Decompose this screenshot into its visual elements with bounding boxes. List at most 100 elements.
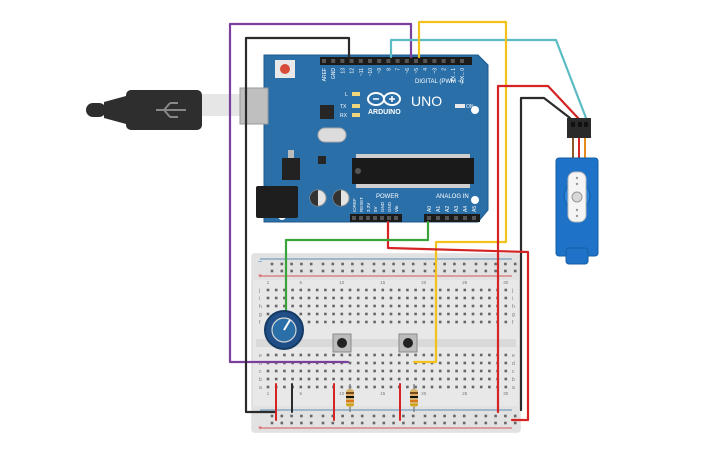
microcontroller-chip [352, 154, 474, 188]
reset-button[interactable] [275, 60, 295, 78]
resistor-icon [346, 384, 354, 412]
row-letter: d [259, 361, 262, 367]
arduino-brand: ARDUINO [368, 109, 401, 116]
digital-header-label: DIGITAL (PWM ~) [415, 79, 463, 85]
wire-teal [389, 38, 588, 120]
analog-pin-label: A0 [427, 206, 433, 212]
row-letter: c [512, 369, 515, 375]
digital-pin-label: 13 [340, 68, 346, 74]
digital-pin-label: 8 [386, 68, 392, 71]
capacitors [309, 189, 350, 207]
row-letter: e [259, 353, 262, 359]
digital-pin-label: ~6 [405, 68, 411, 74]
column-number: 1 [267, 280, 270, 285]
row-letter: b [259, 377, 262, 383]
row-letter: a [259, 385, 262, 391]
row-letter: i [259, 296, 260, 302]
column-number: 30 [503, 280, 509, 285]
column-number: 5 [300, 280, 303, 285]
potentiometer-icon[interactable] [264, 310, 304, 350]
pushbutton-icon[interactable] [398, 333, 418, 353]
row-letter: g [259, 312, 262, 318]
column-number: 10 [339, 391, 345, 396]
servo-icon[interactable] [555, 118, 599, 265]
column-number: 1 [267, 391, 270, 396]
digital-pin-label: ~11 [359, 68, 365, 76]
analog-header-label: ANALOG IN [436, 194, 469, 200]
regulator [282, 158, 300, 180]
analog-pin-label: A3 [454, 206, 460, 212]
column-number: 10 [339, 280, 345, 285]
wire-red-servo [496, 84, 580, 414]
digital-pin-label: RX←0 [460, 68, 466, 83]
led-tx-label: TX [340, 104, 347, 110]
column-number: 30 [503, 391, 509, 396]
rail-plus-bottom: + [258, 425, 262, 432]
digital-pin-label: GND [331, 68, 337, 80]
resistor-icon [410, 384, 418, 412]
arduino-model: UNO [411, 93, 442, 109]
digital-pin-label: AREF [322, 68, 328, 81]
digital-pin-label: ~5 [414, 68, 420, 74]
rail-minus-bottom: − [258, 410, 262, 417]
power-pin-label: RESET [359, 197, 364, 212]
wire-black-left [244, 36, 351, 414]
column-number: 20 [421, 391, 427, 396]
breadboard-holes [266, 262, 517, 425]
power-pin-label: Vin [394, 205, 399, 212]
row-letter: e [512, 353, 515, 359]
power-pin-label: IOREF [352, 198, 357, 212]
column-number: 25 [462, 280, 468, 285]
column-number: 15 [380, 391, 386, 396]
digital-pin-label: ~9 [377, 68, 383, 74]
digital-pin-label: 4 [423, 68, 429, 71]
row-letter: b [512, 377, 515, 383]
row-letter: h [512, 304, 515, 310]
power-jack [256, 186, 298, 218]
led-l-label: L [345, 92, 348, 98]
analog-pin-label: A1 [436, 206, 442, 212]
usb-chip [320, 105, 334, 119]
column-number: 25 [462, 391, 468, 396]
digital-pin-label: 7 [396, 68, 402, 71]
digital-pin-label: 12 [350, 68, 356, 74]
power-pin-label: GND [387, 201, 392, 212]
row-letter: j [511, 288, 513, 294]
digital-pin-label: 2 [442, 68, 448, 71]
analog-pin-label: A5 [472, 206, 478, 212]
digital-pin-label: ~10 [368, 68, 374, 77]
row-letter: a [512, 385, 515, 391]
usb-jack [239, 87, 269, 125]
wire-black-servo [519, 96, 572, 412]
row-letter: f [259, 320, 261, 326]
arduino-logo [367, 92, 401, 106]
usb-cable-icon [86, 88, 266, 130]
row-letter: c [259, 369, 262, 375]
wire-yellow [412, 20, 508, 364]
row-letter: f [512, 320, 514, 326]
column-number: 5 [300, 391, 303, 396]
row-letter: j [258, 288, 260, 294]
wires [228, 20, 588, 422]
digital-pin-label: TX→1 [451, 68, 457, 82]
column-number: 20 [421, 280, 427, 285]
row-letter: h [259, 304, 262, 310]
analog-pin-label: A2 [445, 206, 451, 212]
led-rx-label: RX [340, 113, 348, 119]
power-header-label: POWER [376, 194, 399, 200]
row-letter: i [512, 296, 513, 302]
wire-green [284, 220, 430, 320]
row-letter: d [512, 361, 515, 367]
pushbutton-icon[interactable] [332, 333, 352, 353]
wire-purple [228, 22, 413, 364]
power-pin-label: 3.3V [366, 203, 371, 212]
rail-minus-top: − [258, 259, 262, 266]
